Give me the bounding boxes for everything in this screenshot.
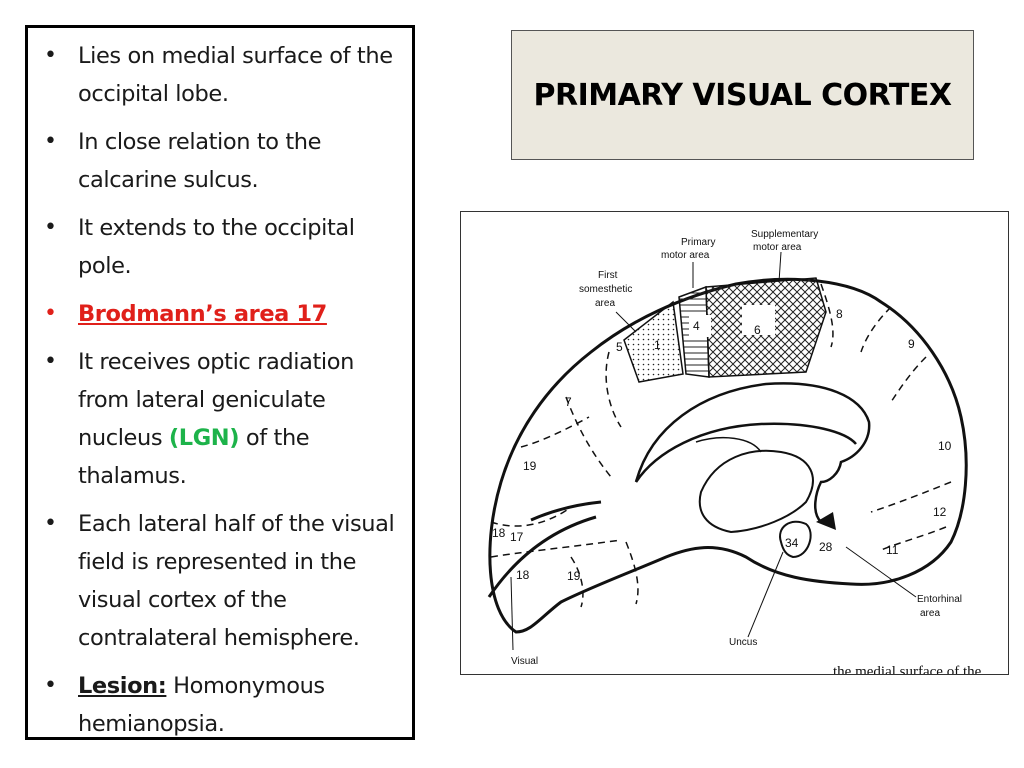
area-borders [490,283,952,608]
lgn-highlight: (LGN) [168,425,240,451]
area-number: 10 [938,439,952,453]
list-item: • Each lateral half of the visual field … [42,505,406,657]
area-number: 4 [693,319,700,333]
primary-motor-label: Primary [681,237,715,248]
area-number: 17 [510,530,524,544]
leader-lines [510,251,917,651]
area-number: 12 [933,505,947,519]
bullet-dot: • [44,349,57,374]
uncus-shape [779,520,812,559]
lesion-label: Lesion: [78,673,167,699]
list-item: • It extends to the occipital pole. [42,209,406,285]
area-number: 1 [654,338,661,352]
bullet-dot: • [44,215,57,240]
optic-chiasm [816,512,836,530]
brain-diagram: Primary motor area Supplementary motor a… [487,229,982,675]
area-number: 19 [567,569,581,583]
entorhinal-label: Entorhinal [917,594,962,605]
visual-label: Visual [511,656,538,667]
text-panel: • Lies on medial surface of the occipita… [25,25,415,740]
list-item: • Lesion: Homonymous hemianopsia. [42,667,406,743]
thalamus-outline [698,449,814,534]
title-box: PRIMARY VISUAL CORTEX [511,30,974,160]
bullet-text: It extends to the occipital pole. [78,215,355,279]
area-number: 9 [908,337,915,351]
primary-motor-label: motor area [661,250,710,261]
area-number: 8 [836,307,843,321]
bullet-dot: • [44,43,57,68]
slide-title: PRIMARY VISUAL CORTEX [533,77,952,113]
hemisphere-outline [488,277,968,634]
bullet-text: In close relation to the calcarine sulcu… [78,129,322,193]
bullet-text: It receives optic radiation from lateral… [78,349,355,451]
bullet-text: Homonymous hemianopsia. [78,673,325,737]
bullet-list: • Lies on medial surface of the occipita… [28,28,412,743]
bullet-text: Lies on medial surface of the occipital … [78,43,393,107]
list-item: • Brodmann’s area 17 [42,295,406,333]
area-number: 19 [523,459,537,473]
bullet-text: Each lateral half of the visual field is… [78,511,395,651]
corpus-callosum [634,382,871,523]
bullet-text: of the thalamus. [78,425,310,489]
area-number: 5 [616,340,623,354]
list-item: • In close relation to the calcarine sul… [42,123,406,199]
fornix-line [695,436,762,453]
somesthetic-label: somesthetic [579,284,632,295]
area-number: 28 [819,540,833,554]
area-4-label-bg [689,315,711,337]
somesthetic-label: First [598,270,618,281]
calcarine-sulcus [487,515,597,598]
somesthetic-label: area [595,298,615,309]
bullet-dot: • [44,301,57,326]
area-number: 18 [492,526,506,540]
brain-medial-surface-figure: Primary motor area Supplementary motor a… [460,211,1009,675]
parieto-occipital-sulcus [530,500,602,522]
bullet-dot: • [44,673,57,698]
supplementary-motor-label: Supplementary [751,229,818,240]
list-item: • It receives optic radiation from later… [42,343,406,495]
list-item: • Lies on medial surface of the occipita… [42,37,406,113]
bullet-dot: • [44,511,57,536]
area-number: 11 [886,543,899,557]
area-number: 7 [565,395,572,409]
entorhinal-label: area [920,608,940,619]
area-6-label-bg [742,305,775,335]
figure-caption: the medial surface of the [833,664,982,675]
bullet-dot: • [44,129,57,154]
area-number: 6 [754,323,761,337]
somesthetic-region [623,300,684,383]
supplementary-motor-label: motor area [753,242,802,253]
area-number: 18 [516,568,530,582]
uncus-label: Uncus [729,637,757,648]
area-number: 34 [785,536,799,550]
brodmann-area-text: Brodmann’s area 17 [78,301,327,327]
